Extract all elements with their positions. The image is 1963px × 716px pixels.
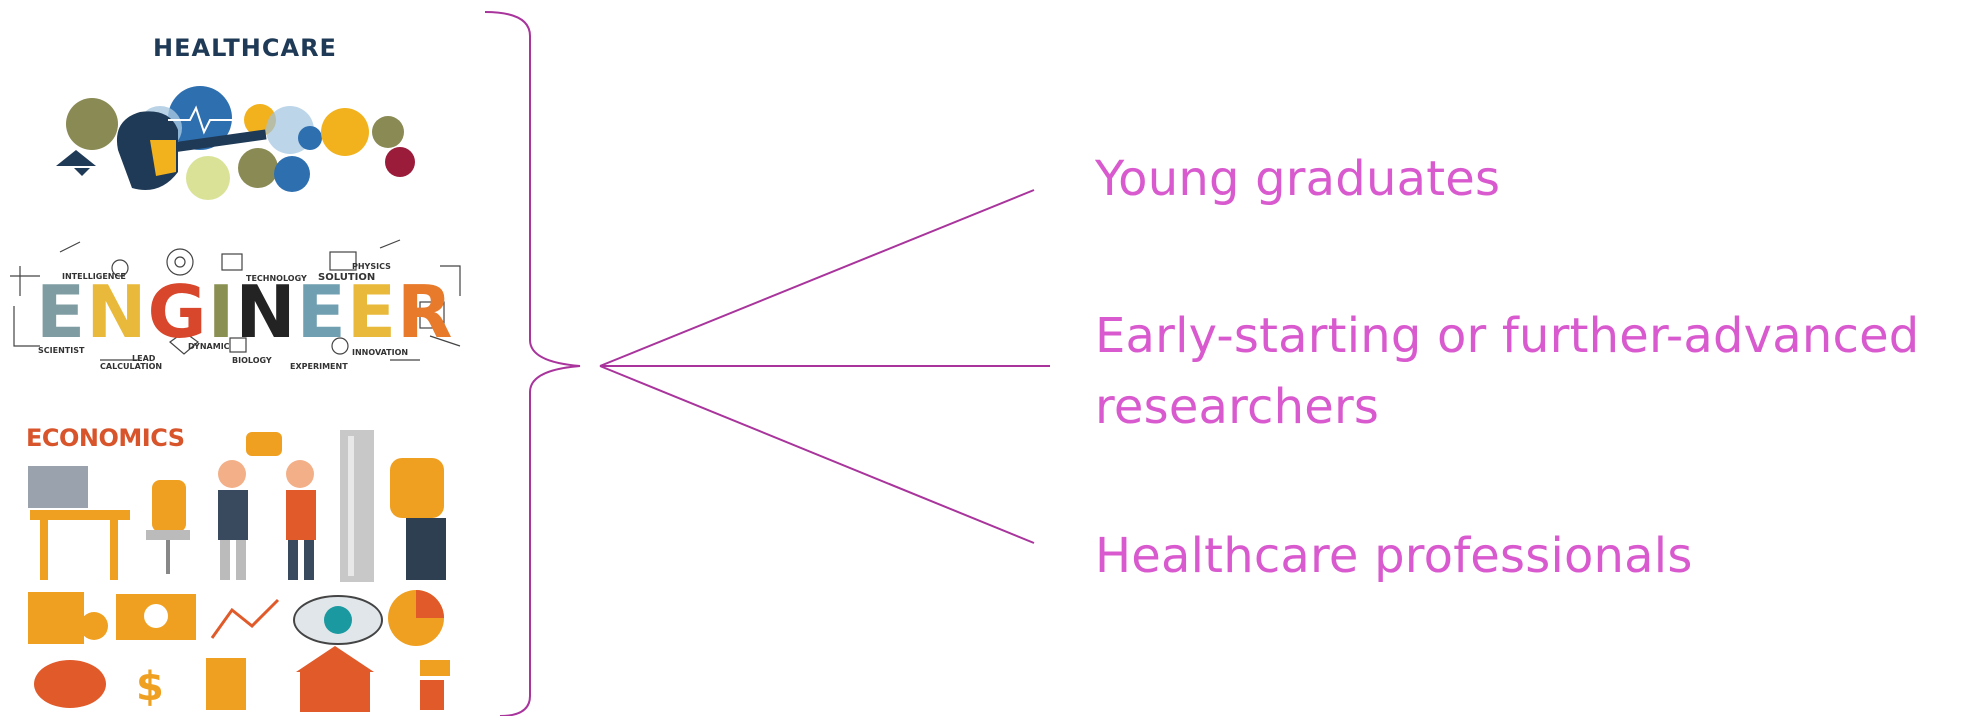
target-researchers-line2: researchers (1095, 379, 1380, 435)
hc-heart-circle (238, 148, 278, 188)
econ-chair (146, 480, 190, 574)
hc-truck-circle (274, 156, 310, 192)
economics-illustration: ECONOMICS (0, 410, 470, 716)
engineer-letter: N (235, 270, 297, 354)
curly-brace (484, 11, 581, 716)
eng-word-biology: BIOLOGY (232, 356, 272, 365)
healthcare-title: HEALTHCARE (153, 34, 337, 62)
econ-row-2 (28, 590, 444, 646)
eng-word-scientist: SCIENTIST (38, 346, 85, 355)
eng-word-technology: TECHNOLOGY (246, 274, 307, 283)
eng-word-solution: SOLUTION (318, 272, 376, 283)
economics-icons: $ (28, 430, 450, 712)
hc-telescope (176, 129, 267, 152)
hc-pulse-line (168, 105, 240, 135)
hc-olive-circle (372, 116, 404, 148)
engineer-illustration: INTELLIGENCE TECHNOLOGY SOLUTION PHYSICS… (0, 236, 470, 374)
engineer-letter: E (346, 270, 397, 354)
healthcare-illustration: HEALTHCARE (0, 0, 490, 220)
econ-hand (390, 458, 446, 580)
hc-blue-circle-2 (298, 126, 322, 150)
econ-door (340, 430, 374, 582)
eng-word-experiment: EXPERIMENT (290, 362, 348, 371)
hc-triangle-2 (74, 168, 90, 176)
eng-word-intelligence: INTELLIGENCE (62, 272, 126, 281)
hc-face (150, 140, 176, 176)
eng-word-innovation: INNOVATION (352, 348, 409, 357)
connector-line-bottom (599, 365, 1035, 544)
engineer-doodles (10, 239, 461, 361)
target-young-graduates: Young graduates (1095, 151, 1501, 207)
svg-text:$: $ (136, 664, 164, 710)
engineer-letter: R (397, 270, 454, 354)
hc-yellow-circle-2 (321, 108, 369, 156)
target-healthcare-professionals: Healthcare professionals (1095, 528, 1693, 584)
eng-word-physics: PHYSICS (352, 262, 391, 271)
engineer-letter: N (86, 270, 148, 354)
eng-word-calculation: CALCULATION (100, 362, 163, 371)
hc-map-circle (66, 98, 118, 150)
healthcare-icons (56, 86, 415, 200)
eng-word-lead: LEAD (132, 354, 156, 363)
engineer-letter: E (296, 270, 347, 354)
econ-desk (28, 466, 130, 580)
engineer-word: ENGINEER (36, 272, 453, 352)
econ-people (218, 432, 316, 580)
economics-title: ECONOMICS (26, 424, 185, 452)
engineer-letter: E (36, 270, 87, 354)
eng-word-dynamic: DYNAMIC (188, 342, 230, 351)
hc-triangle-1 (56, 150, 96, 166)
engineer-letter: G (147, 270, 208, 354)
connector-line-top (599, 189, 1035, 367)
hc-green-circle (186, 156, 230, 200)
econ-row-3: $ (34, 646, 450, 712)
target-researchers-line1: Early-starting or further-advanced (1095, 308, 1920, 364)
engineer-letter: I (207, 270, 236, 354)
hc-red-circle (385, 147, 415, 177)
